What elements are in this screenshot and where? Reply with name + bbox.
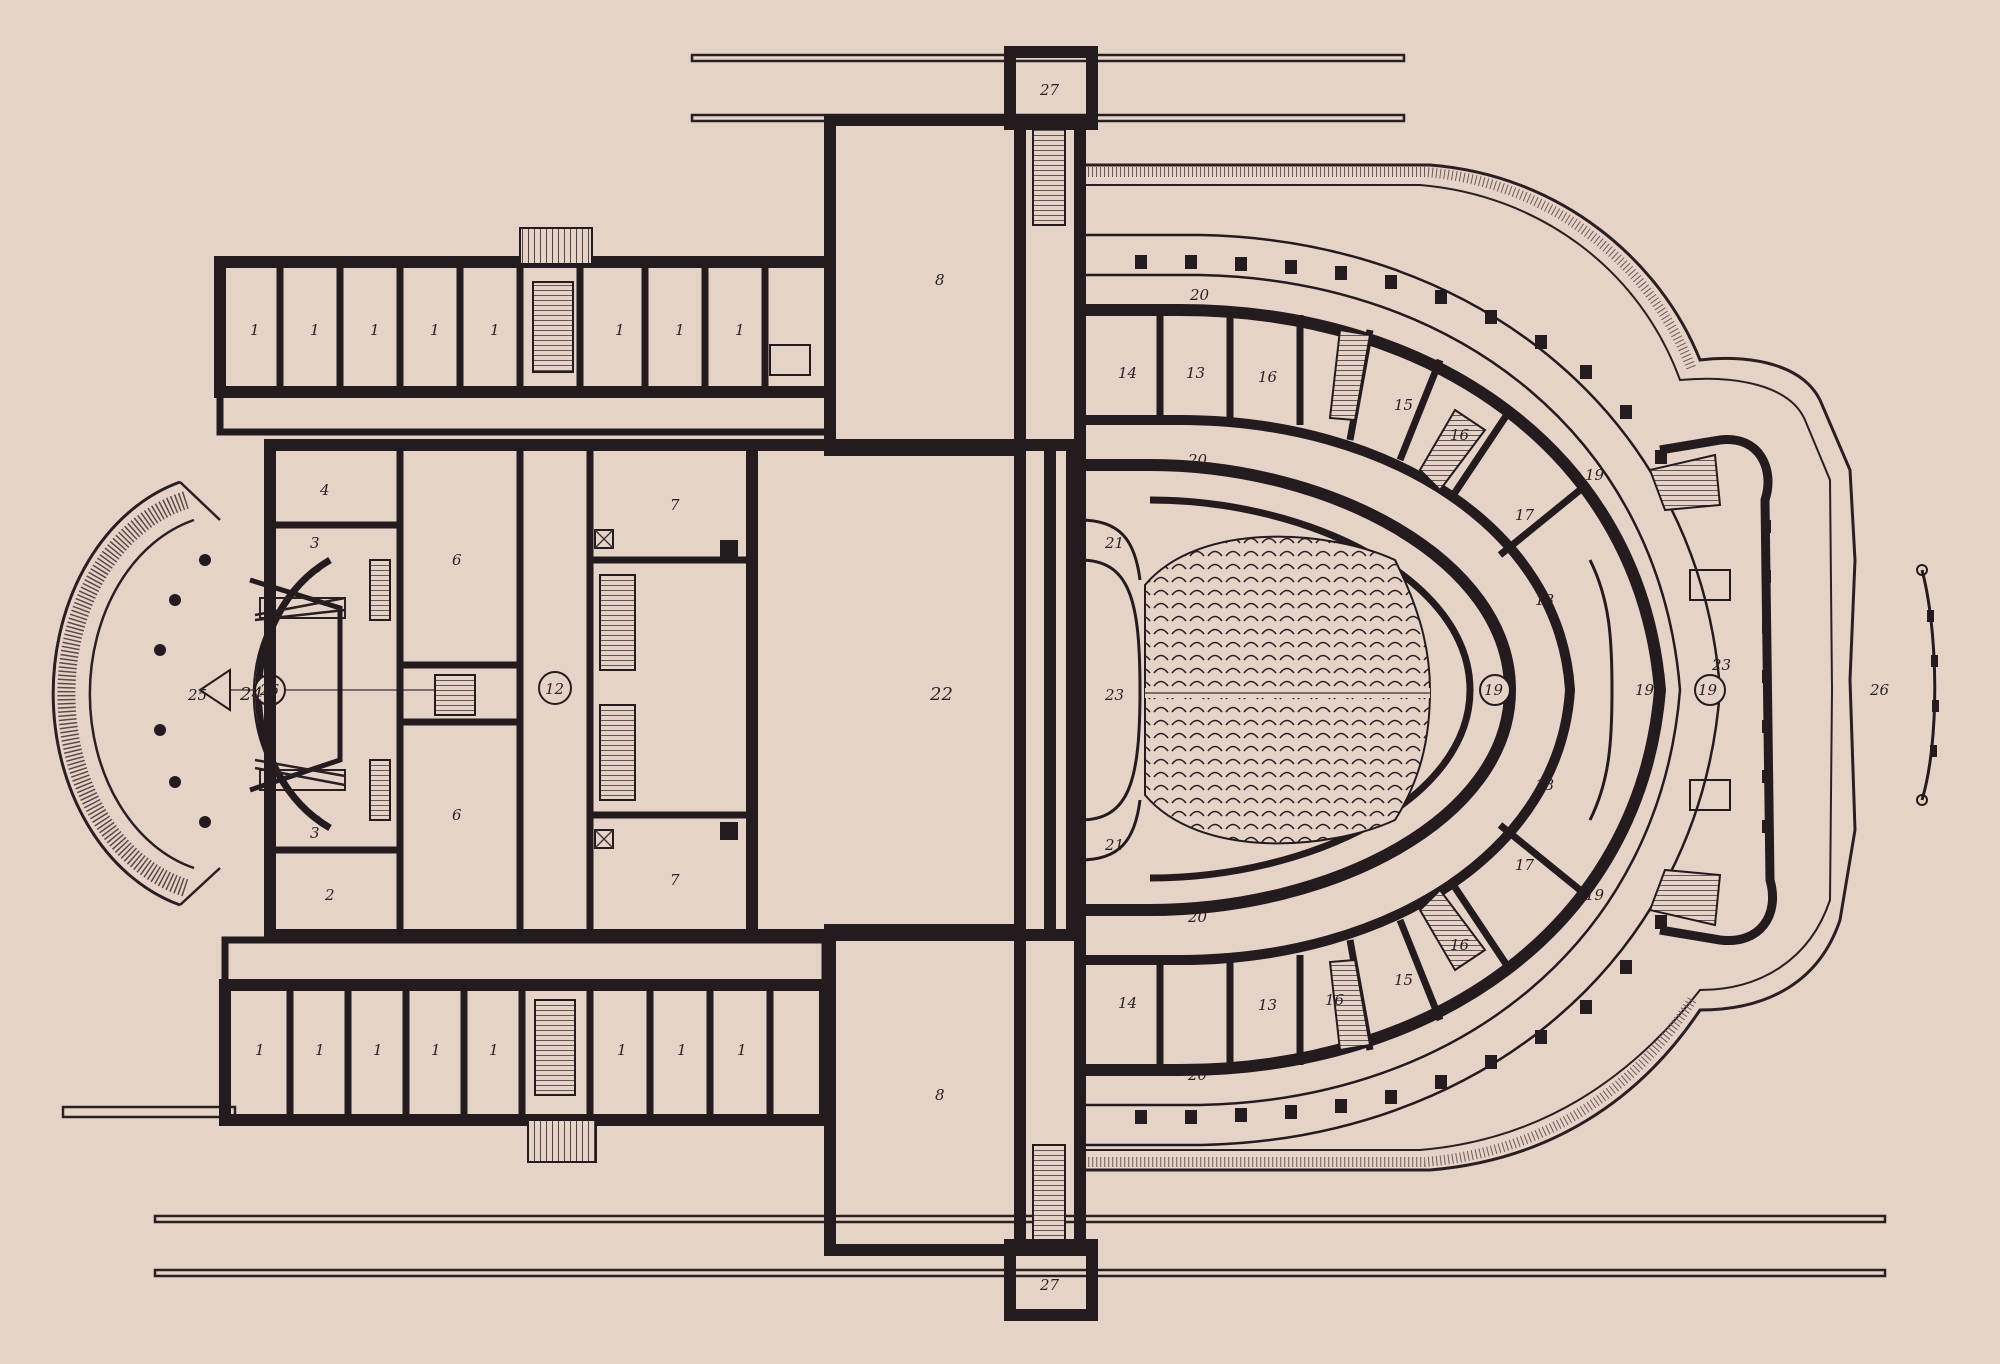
room-label-niche-upper: 21 <box>1104 534 1124 552</box>
room-label-portico: 26 <box>1869 681 1890 699</box>
room-label-corridor: 12 <box>545 680 564 698</box>
central-block <box>264 439 1056 941</box>
room-label-office: 1 <box>250 321 260 339</box>
room-label-ring: 15 <box>1394 971 1413 989</box>
room-label-guard-top: 27 <box>1039 81 1060 99</box>
room-label-ring: 14 <box>1118 364 1137 382</box>
room-label-west-circle: 26 <box>259 681 280 699</box>
room-label-office: 1 <box>675 321 685 339</box>
room-label-circle: 20 <box>1187 908 1208 926</box>
room-label-office: 1 <box>370 321 380 339</box>
room-label-small-upper: 4 <box>319 481 330 499</box>
room-label-stage: 22 <box>929 684 953 705</box>
terrace-outline <box>1080 163 1857 1172</box>
room-label-niche-lower: 21 <box>1104 836 1124 854</box>
room-label-ring: 16 <box>1258 368 1278 386</box>
room-label-side-lower: 7 <box>670 871 680 889</box>
room-label-ring: 17 <box>1515 856 1535 874</box>
west-rotunda <box>154 554 440 832</box>
room-label-office: 1 <box>431 1041 441 1059</box>
room-label-center-upper: 6 <box>452 551 462 569</box>
room-label-office: 1 <box>490 321 500 339</box>
room-label-hall: 8 <box>935 1086 945 1104</box>
room-label-circle: 20 <box>1189 286 1210 304</box>
room-label-circle: 20 <box>1187 451 1208 469</box>
room-label-front-hall: 23 <box>1104 686 1124 704</box>
room-label-office: 1 <box>617 1041 627 1059</box>
room-label-ring: 14 <box>1118 994 1137 1012</box>
room-label-circle: 20 <box>1187 1066 1208 1084</box>
room-label-ring: 15 <box>1394 396 1413 414</box>
room-label-east-foyer: 23 <box>1711 656 1731 674</box>
room-label-office: 1 <box>255 1041 265 1059</box>
room-label-ring: 18 <box>1535 776 1554 794</box>
room-label-circle: 19 <box>1585 886 1605 904</box>
room-labels: 1 1 1 1 1 1 1 1 1 1 1 1 1 1 1 1 8 8 22 6… <box>187 81 1890 1294</box>
room-label-west-hall: 24 <box>239 684 263 705</box>
room-label-ring: 16 <box>1450 426 1470 444</box>
room-label-stair: 3 <box>310 824 320 842</box>
ring-rooms <box>1080 304 1667 1076</box>
stage-block <box>746 46 1098 1321</box>
room-label-small-lower: 2 <box>324 886 335 904</box>
room-label-office: 1 <box>677 1041 687 1059</box>
room-label-circle: 19 <box>1484 681 1504 699</box>
west-steps <box>51 480 221 907</box>
room-label-ring: 18 <box>1535 591 1554 609</box>
room-label-guard-bottom: 27 <box>1039 1276 1060 1294</box>
room-label-ring: 16 <box>1325 991 1345 1009</box>
room-label-center-lower: 6 <box>452 806 462 824</box>
room-label-stair: 3 <box>310 534 320 552</box>
room-label-west-apse: 25 <box>187 686 207 704</box>
room-label-office: 1 <box>373 1041 383 1059</box>
room-label-circle: 19 <box>1698 681 1718 699</box>
room-label-office: 1 <box>310 321 320 339</box>
room-label-office: 1 <box>489 1041 499 1059</box>
room-label-ring: 13 <box>1186 364 1205 382</box>
room-label-side-upper: 7 <box>670 496 680 514</box>
room-label-circle: 19 <box>1635 681 1655 699</box>
east-portico <box>1916 564 1939 806</box>
room-label-office: 1 <box>615 321 625 339</box>
room-label-ring: 17 <box>1515 506 1535 524</box>
auditorium <box>1079 459 1517 916</box>
room-label-ring: 16 <box>1450 936 1470 954</box>
room-label-office: 1 <box>737 1041 747 1059</box>
room-label-office: 1 <box>735 321 745 339</box>
east-foyer <box>1648 435 1778 946</box>
room-label-office: 1 <box>315 1041 325 1059</box>
room-label-ring: 13 <box>1258 996 1277 1014</box>
room-label-hall: 8 <box>935 271 945 289</box>
room-label-office: 1 <box>430 321 440 339</box>
room-label-circle: 19 <box>1585 466 1605 484</box>
